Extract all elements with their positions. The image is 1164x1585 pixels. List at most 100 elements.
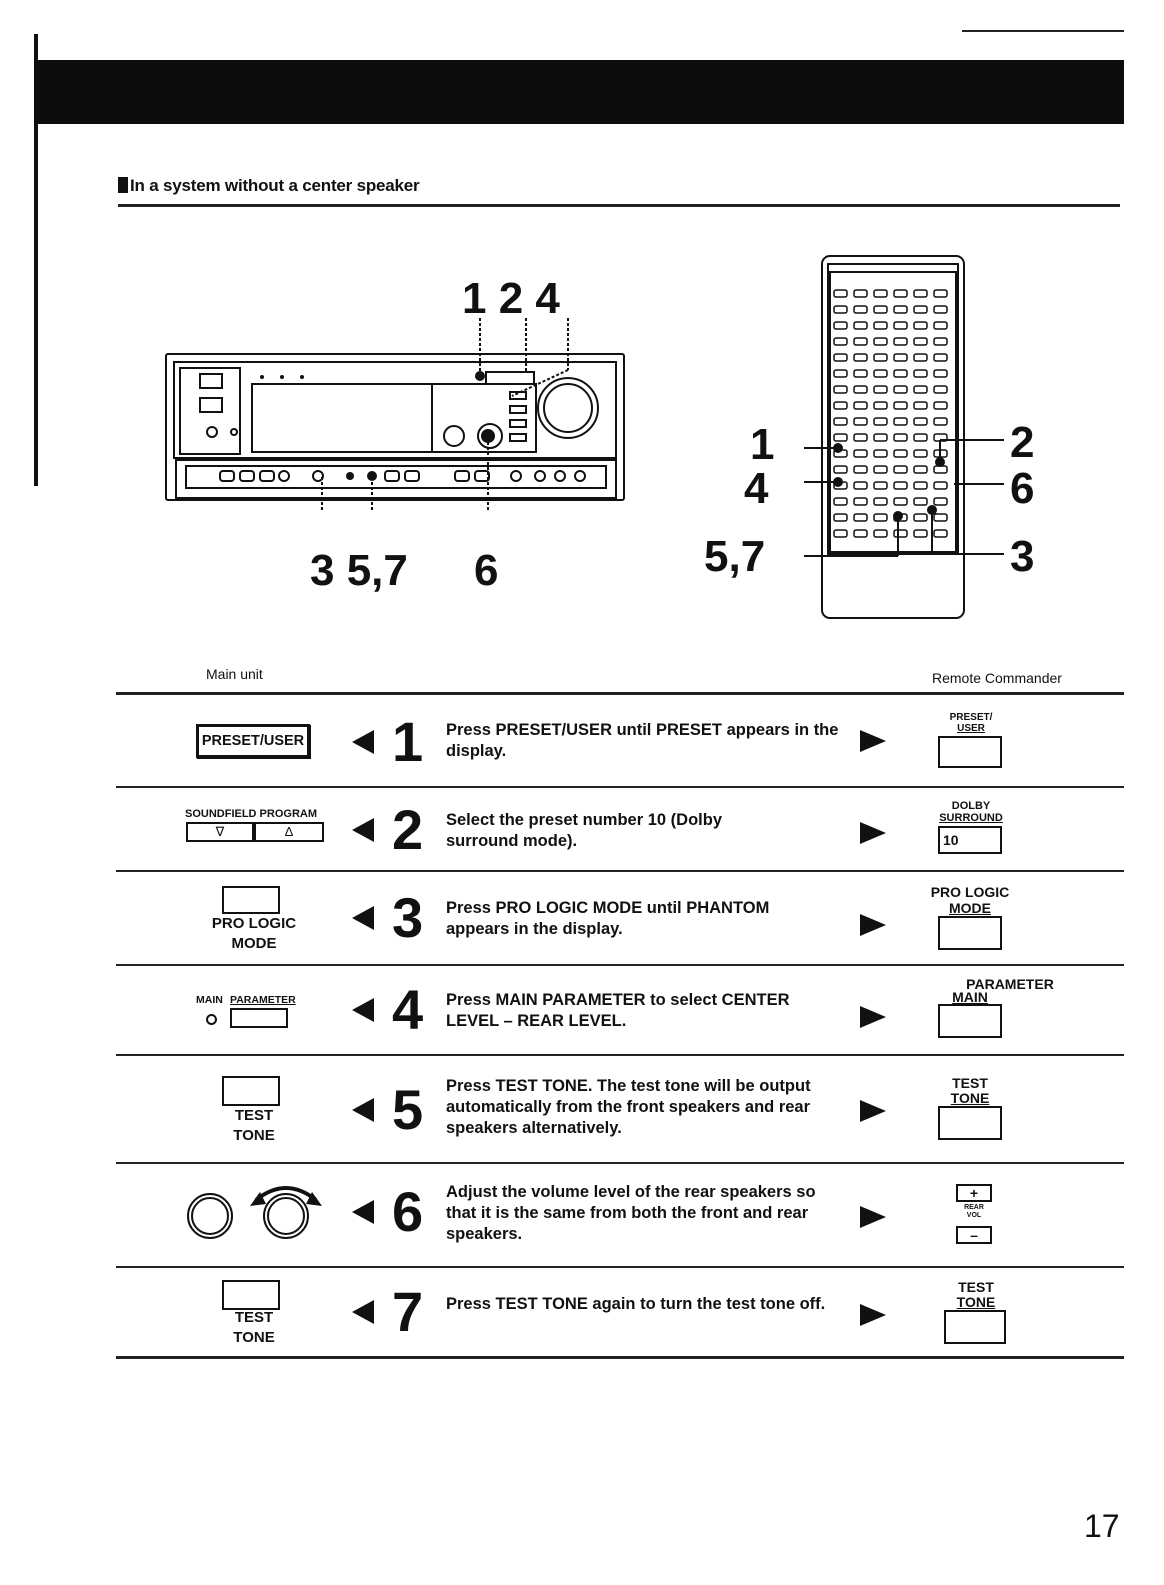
main-unit-illustration [165, 318, 625, 510]
remote-key [933, 465, 948, 474]
row-divider [116, 1162, 1124, 1164]
remote-key [873, 497, 888, 506]
section-title: In a system without a center speaker [118, 176, 420, 196]
page-number: 17 [1084, 1508, 1120, 1544]
remote-key [873, 465, 888, 474]
remote-key [853, 337, 868, 346]
remote-key [913, 353, 928, 362]
remote-label-mid: SURROUND [939, 812, 1003, 824]
remote-key [893, 529, 908, 538]
test-tone-button[interactable] [222, 1280, 280, 1310]
remote-key [913, 417, 928, 426]
callout-remote-r3: 3 [1010, 532, 1035, 581]
row-divider [116, 1054, 1124, 1056]
remote-key [933, 513, 948, 522]
left-margin-bar [34, 34, 38, 486]
remote-key [833, 465, 848, 474]
remote-rear-vol-minus-button[interactable]: – [956, 1226, 992, 1244]
remote-test-tone-button[interactable] [938, 1106, 1002, 1140]
right-arrow-icon [860, 822, 886, 844]
step-number: 5 [392, 1078, 424, 1141]
remote-key [873, 433, 888, 442]
pro-logic-mode-button[interactable] [222, 886, 280, 914]
indicator-icon [206, 1014, 217, 1025]
remote-key [933, 401, 948, 410]
main-label-l1: PRO LOGIC [211, 915, 297, 932]
remote-key [933, 417, 948, 426]
table-bottom-rule [116, 1356, 1124, 1359]
callout-main-bottom-right: 6 [474, 546, 499, 595]
callout-main-bottom-left: 3 5,7 [310, 546, 408, 595]
step-1-instruction: Press PRESET/USER until PRESET appears i… [446, 721, 839, 760]
callout-remote-l3: 5,7 [704, 532, 766, 581]
remote-key [853, 401, 868, 410]
callout-remote-r2: 6 [1010, 464, 1035, 513]
remote-key [893, 305, 908, 314]
step-6-instruction: Adjust the volume level of the rear spea… [446, 1183, 816, 1243]
row-divider [116, 870, 1124, 872]
remote-key [853, 369, 868, 378]
remote-key [833, 513, 848, 522]
remote-key [933, 353, 948, 362]
remote-label-mid: MODE [949, 900, 991, 916]
remote-key [933, 305, 948, 314]
remote-key [853, 513, 868, 522]
remote-key [893, 481, 908, 490]
remote-key [913, 497, 928, 506]
remote-key [873, 369, 888, 378]
remote-key [873, 481, 888, 490]
remote-key [833, 433, 848, 442]
main-label-parameter: PARAMETER [230, 994, 296, 1006]
remote-key [873, 289, 888, 298]
preset-user-button[interactable]: PRESET/USER [196, 724, 310, 758]
remote-key [913, 305, 928, 314]
remote-key [833, 305, 848, 314]
remote-dolby-surround-button[interactable]: 10 [938, 826, 1002, 854]
remote-label-top: PRO LOGIC [930, 884, 1010, 900]
remote-key [933, 337, 948, 346]
remote-key [933, 289, 948, 298]
soundfield-down-button[interactable]: ∇ [186, 822, 254, 842]
remote-main-parameter-button[interactable] [938, 1004, 1002, 1038]
remote-key [873, 417, 888, 426]
remote-key [893, 321, 908, 330]
remote-key [833, 369, 848, 378]
left-arrow-icon [352, 730, 374, 754]
remote-key [853, 305, 868, 314]
left-arrow-icon [352, 1200, 374, 1224]
remote-key [833, 497, 848, 506]
soundfield-program-label: SOUNDFIELD PROGRAM [185, 808, 317, 820]
volume-knob-icon [263, 1193, 309, 1239]
remote-label-mid: MAIN [952, 989, 988, 1005]
table-top-rule [116, 692, 1124, 695]
remote-key [913, 529, 928, 538]
callout-remote-l1: 1 [750, 420, 775, 469]
remote-label-top: DOLBY [951, 800, 991, 812]
step-1-main-control: PRESET/USER [196, 724, 310, 758]
remote-label-rear: REAR [964, 1204, 984, 1211]
remote-key [833, 401, 848, 410]
main-parameter-button[interactable] [230, 1008, 288, 1028]
left-arrow-icon [352, 1098, 374, 1122]
right-arrow-icon [860, 1206, 886, 1228]
remote-rear-vol-plus-button[interactable]: + [956, 1184, 992, 1202]
remote-pro-logic-mode-button[interactable] [938, 916, 1002, 950]
remote-preset-user-button[interactable] [938, 736, 1002, 768]
test-tone-button[interactable] [222, 1076, 280, 1106]
remote-label-top: PRESET/ [949, 712, 993, 723]
main-label-l2: TONE [233, 1127, 275, 1144]
step-5-instruction: Press TEST TONE. The test tone will be o… [446, 1077, 811, 1137]
remote-test-tone-button[interactable] [944, 1310, 1006, 1344]
remote-key [833, 417, 848, 426]
step-6-main-control [187, 1186, 322, 1239]
remote-label-mid: TONE [950, 1090, 990, 1106]
remote-key [913, 433, 928, 442]
remote-key [853, 449, 868, 458]
callout-main-top: 1 2 4 [462, 274, 560, 323]
remote-key [873, 529, 888, 538]
remote-key [873, 305, 888, 314]
step-3-instruction: Press PRO LOGIC MODE until PHANTOM appea… [446, 899, 770, 938]
title-banner [34, 60, 1124, 124]
right-arrow-icon [860, 1100, 886, 1122]
soundfield-up-button[interactable]: ∆ [254, 822, 324, 842]
